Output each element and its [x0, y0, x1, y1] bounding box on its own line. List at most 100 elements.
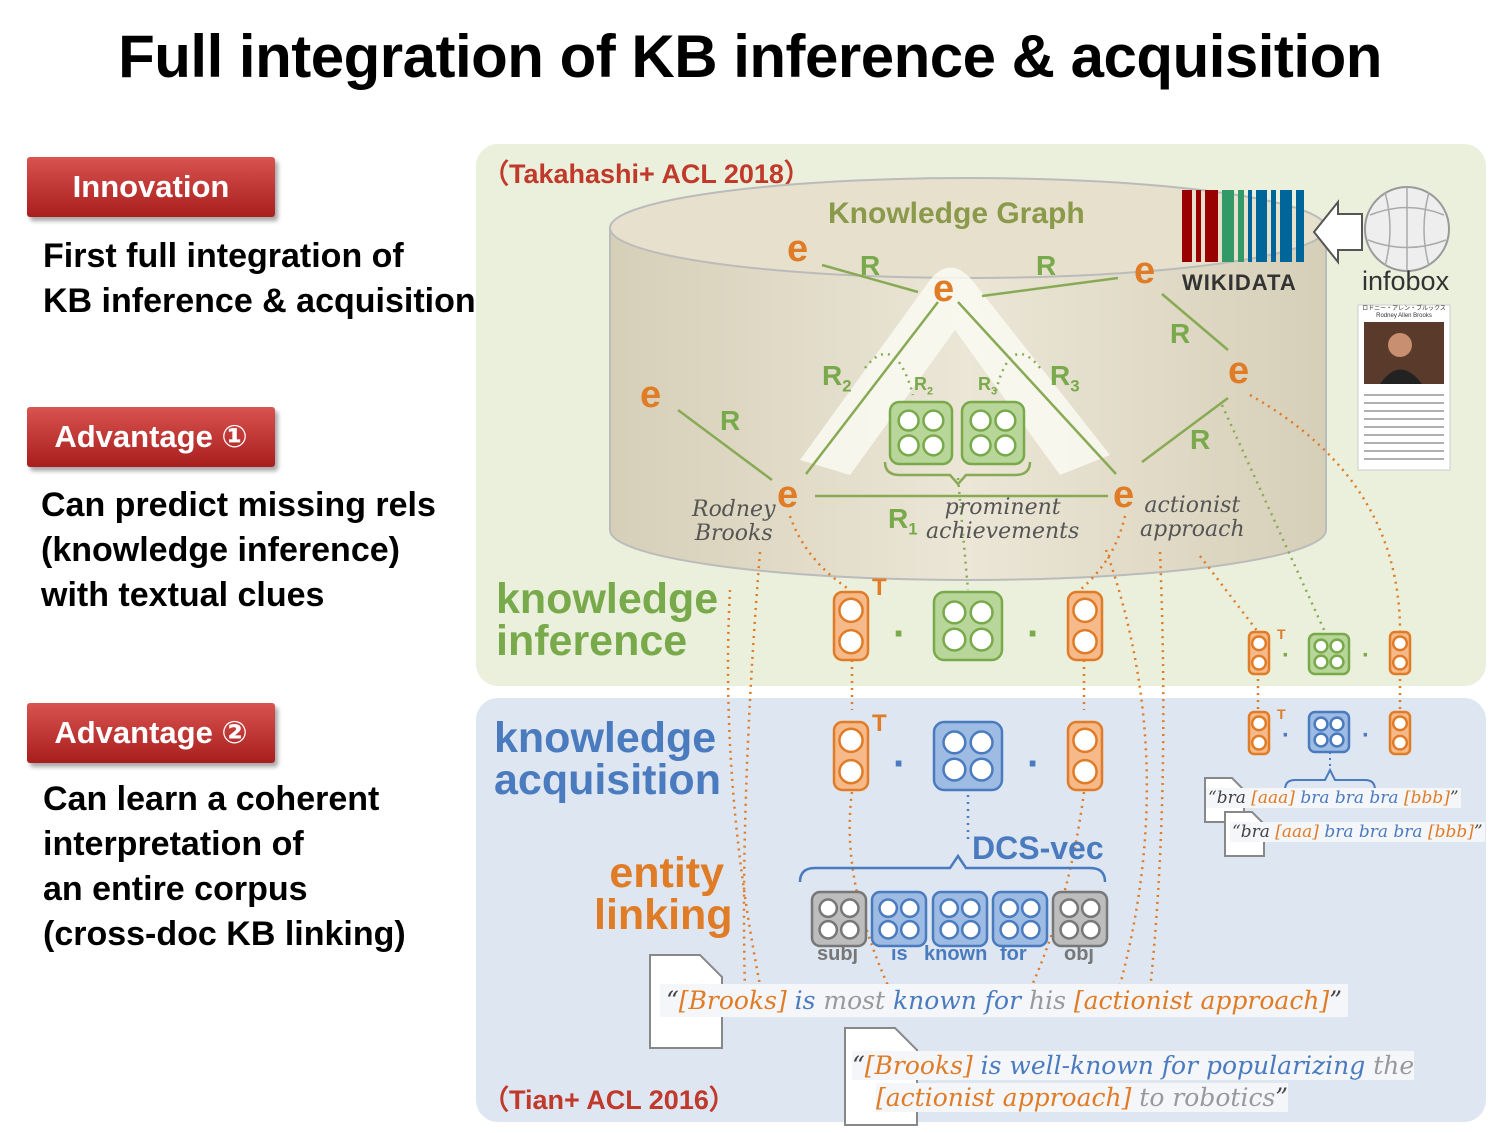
label-line: knowledge: [496, 575, 719, 623]
quote-sentence-2: “[Brooks] is well-known for popularizing…: [846, 1048, 1478, 1116]
relation-matrix-small: [1307, 632, 1351, 676]
text-line: (knowledge inference): [41, 531, 400, 569]
entity-vector: [1066, 720, 1104, 792]
entity-node: e: [777, 474, 799, 516]
word-vector-for: [991, 890, 1049, 948]
quote-text: bra bra bra: [1318, 822, 1428, 842]
quote-text: “: [852, 1051, 865, 1080]
knowledge-graph-label: Knowledge Graph: [828, 197, 1085, 230]
entity-vector: [1066, 590, 1104, 662]
label-line: achievements: [926, 519, 1080, 544]
entity-linking-label: entity linking: [594, 852, 733, 937]
relation-label: R: [860, 250, 881, 281]
infobox-card: [1357, 304, 1451, 471]
quote-sentence-1: “[Brooks] is most known for his [actioni…: [660, 984, 1348, 1017]
innovation-text: First full integration of KB inference &…: [43, 234, 476, 324]
entity-vector-small: [1247, 710, 1271, 756]
relation-label: R: [1036, 250, 1057, 281]
word-subj: subj: [817, 943, 859, 965]
knowledge-acquisition-label: knowledge acquisition: [494, 714, 721, 804]
card-title-line: ロドニー・アレン・ブルックス: [1362, 306, 1446, 312]
text-line: (cross-doc KB linking): [43, 915, 406, 953]
small-quote-1: “bra [aaa] bra bra bra [bbb]”: [1206, 788, 1461, 808]
dot-product: ·: [1282, 722, 1290, 749]
dcs-matrix-small: [1307, 710, 1351, 754]
entity-vector-small: [1247, 630, 1271, 676]
quote-text: ”: [1275, 1083, 1289, 1112]
wikidata-logo-icon: [1182, 190, 1304, 262]
entity-vector: [832, 720, 870, 792]
quote-entity: [actionist approach]: [1073, 986, 1330, 1015]
relation-matrix: [932, 590, 1004, 662]
quote-text: “bra: [1232, 822, 1276, 842]
relation-label: R: [1190, 424, 1211, 455]
citation-tian: （Tian+ ACL 2016）: [482, 1085, 736, 1115]
arrow-icon: [1312, 199, 1363, 265]
word-is: is: [891, 943, 908, 965]
quote-text: ”: [1473, 822, 1483, 842]
label-line: actionist: [1144, 493, 1241, 518]
text-line: Can predict missing rels: [41, 486, 436, 524]
citation-takahashi: （Takahashi+ ACL 2018）: [482, 159, 811, 189]
label-line: inference: [496, 617, 688, 665]
infobox-card-title: ロドニー・アレン・ブルックス Rodney Allen Brooks: [1360, 306, 1448, 320]
dcs-vec-label: DCS-vec: [972, 830, 1104, 866]
path-highlight: [800, 267, 1110, 475]
word-vector-known: [931, 890, 989, 948]
word-known: known: [924, 943, 988, 965]
wikipedia-globe-icon: [1364, 186, 1450, 272]
relation-label-r2-small: R2: [914, 374, 934, 398]
entity-label-brooks: Rodney Brooks: [692, 498, 776, 546]
brace-small: [1284, 767, 1376, 791]
vector-layer: [810, 400, 1412, 948]
word-for: for: [1000, 943, 1027, 965]
quote-text: known for: [893, 986, 1029, 1015]
entity-node: e: [787, 228, 809, 270]
quote-entity: [Brooks]: [864, 1051, 973, 1080]
quote-text: is well-known for popularizing: [972, 1051, 1374, 1080]
dot-product: ·: [1362, 722, 1370, 749]
label-line: knowledge: [494, 714, 717, 762]
quote-entity: [Brooks]: [678, 986, 787, 1015]
quote-text: the: [1373, 1051, 1415, 1080]
entity-vector-small: [1388, 630, 1412, 676]
quote-entity: [bbb]: [1403, 788, 1450, 808]
quote-text: most: [823, 986, 894, 1015]
dot-product: ·: [1027, 742, 1041, 786]
relation-links: [864, 352, 1327, 633]
advantage2-tag: Advantage ②: [27, 703, 275, 763]
transpose-label: T: [872, 710, 887, 737]
advantage1-tag: Advantage ①: [27, 407, 275, 467]
relation-label: R: [720, 405, 741, 436]
innovation-tag: Innovation: [27, 157, 275, 217]
relation-matrix-r3: [960, 400, 1026, 466]
wikidata-label: WIKIDATA: [1182, 270, 1297, 295]
entity-node: e: [1228, 350, 1250, 392]
quote-text: is: [786, 986, 824, 1015]
relation-label-r3: R3: [1050, 360, 1080, 396]
dot-product: ·: [1027, 612, 1041, 656]
word-obj: obj: [1064, 943, 1094, 965]
dot-product: ·: [893, 612, 907, 656]
word-vector-is: [870, 890, 928, 948]
relation-label-r1: R1: [888, 503, 918, 539]
entity-label-approach: actionist approach: [1140, 494, 1245, 542]
label-line: Brooks: [694, 521, 773, 546]
transpose-label: T: [1277, 706, 1286, 722]
label-line: acquisition: [494, 756, 721, 804]
relation-label: R: [1170, 318, 1191, 349]
advantage2-text: Can learn a coherent interpretation of a…: [43, 777, 406, 957]
dot-product: ·: [893, 742, 907, 786]
word-vector-obj: [1051, 890, 1109, 948]
text-line: an entire corpus: [43, 870, 308, 908]
page-title: Full integration of KB inference & acqui…: [118, 23, 1382, 90]
transpose-label: T: [1277, 626, 1286, 642]
relation-label-r2: R2: [822, 360, 852, 396]
knowledge-inference-label: knowledge inference: [496, 575, 719, 665]
word-vector-subj: [810, 890, 868, 948]
entity-vector: [832, 590, 870, 662]
quote-text: ”: [1329, 986, 1342, 1015]
entity-node: e: [933, 268, 955, 310]
quote-entity: [bbb]: [1427, 822, 1474, 842]
